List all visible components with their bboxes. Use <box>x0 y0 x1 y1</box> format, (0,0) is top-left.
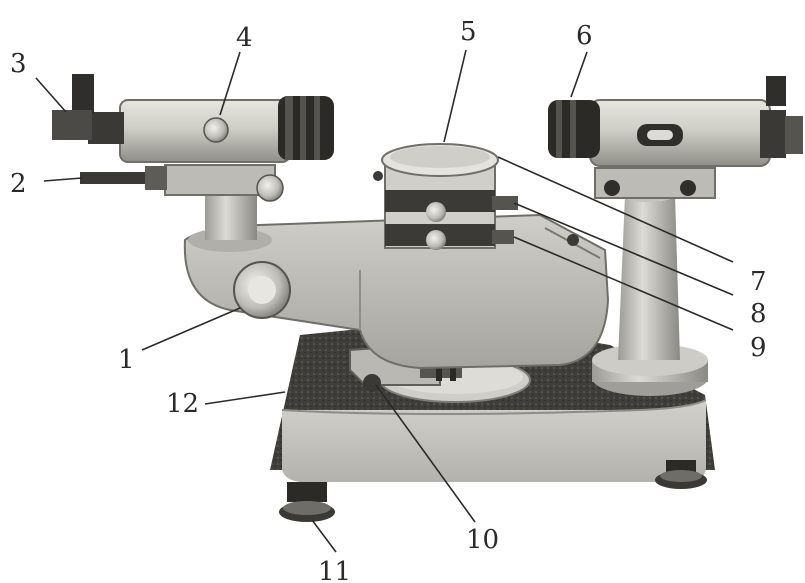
callout-5: 5 <box>460 17 477 47</box>
callout-labels: 1 2 3 4 5 6 7 8 9 10 11 12 <box>10 17 767 583</box>
leader-9 <box>513 236 734 331</box>
callout-3: 3 <box>10 49 27 79</box>
leader-2 <box>43 177 83 182</box>
leader-7 <box>497 156 734 263</box>
leader-4 <box>219 51 241 116</box>
leader-lines <box>35 49 734 553</box>
telescope <box>52 74 334 202</box>
callout-11: 11 <box>318 557 351 583</box>
callout-9: 9 <box>750 333 767 363</box>
callout-7: 7 <box>750 267 767 297</box>
leader-1 <box>141 307 241 351</box>
callout-6: 6 <box>576 21 593 51</box>
leader-6 <box>570 51 588 98</box>
leader-3 <box>35 77 67 113</box>
telescope-fine-knob <box>233 261 291 319</box>
leveling-foot-front <box>279 482 335 522</box>
leader-12 <box>204 391 286 405</box>
callout-12: 12 <box>166 389 199 419</box>
telescope-pillar <box>188 190 272 252</box>
callout-2: 2 <box>10 169 27 199</box>
callout-8: 8 <box>750 299 767 329</box>
leader-5 <box>443 49 467 143</box>
leader-11 <box>311 519 337 553</box>
prism-table <box>373 143 518 250</box>
collimator <box>548 76 803 199</box>
callout-1: 1 <box>118 345 135 375</box>
leader-8 <box>513 202 734 296</box>
callout-10: 10 <box>466 525 499 555</box>
collimator-pillar <box>592 188 708 396</box>
leader-10 <box>375 384 476 523</box>
leveling-foot-right <box>655 460 707 489</box>
callout-4: 4 <box>236 23 253 53</box>
